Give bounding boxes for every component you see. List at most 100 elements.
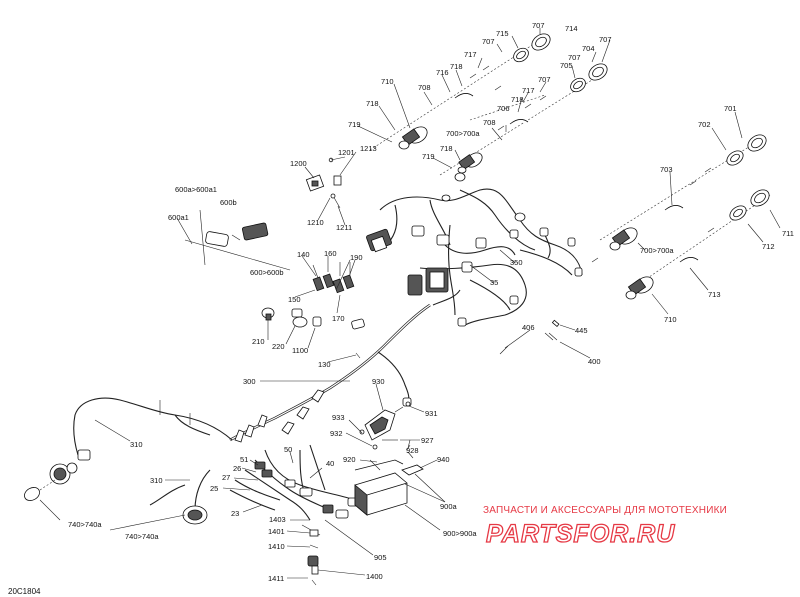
callout-406: 406 (522, 323, 535, 332)
callout-716: 716 (436, 68, 449, 77)
callout-715: 715 (496, 29, 509, 38)
callout-900: 900>900a (443, 529, 477, 538)
callout-717: 717 (464, 50, 477, 59)
callout-1201: 1201 (338, 148, 355, 157)
callout-700: 700>700a (640, 246, 674, 255)
callout-35: 35 (490, 278, 498, 287)
callout-150: 150 (288, 295, 301, 304)
diagram-code: 20C1804 (8, 587, 41, 596)
main-wiring-harness (73, 172, 583, 521)
callout-600: 600>600b (250, 268, 284, 277)
callout-labels: 715 707 714 707 717 718 716 708 710 718 … (68, 21, 794, 583)
callout-190: 190 (350, 253, 363, 262)
callout-932: 932 (330, 429, 343, 438)
callout-931: 931 (425, 409, 438, 418)
socket-718-lower (457, 152, 483, 174)
callout-310: 310 (150, 476, 163, 485)
callout-703: 703 (660, 165, 673, 174)
callout-1410: 1410 (268, 542, 285, 551)
callout-713: 713 (708, 290, 721, 299)
callout-707: 707 (538, 75, 551, 84)
callout-26: 26 (233, 464, 241, 473)
callout-702: 702 (698, 120, 711, 129)
relay-row (312, 262, 355, 294)
callout-27: 27 (222, 473, 230, 482)
callout-708: 708 (483, 118, 496, 127)
socket-710-upper (398, 126, 428, 150)
callout-900a: 900a (440, 502, 458, 511)
callout-707: 707 (482, 37, 495, 46)
callout-740: 740>740a (68, 520, 102, 529)
callout-310: 310 (130, 440, 143, 449)
callout-210: 210 (252, 337, 265, 346)
battery-900 (354, 439, 424, 516)
callout-920: 920 (343, 455, 356, 464)
callout-1210: 1210 (307, 218, 324, 227)
callout-712: 712 (762, 242, 775, 251)
callout-714: 714 (565, 24, 578, 33)
clamp-1400 (301, 524, 321, 586)
headlight-socket-group-top (369, 33, 608, 176)
callout-710: 710 (381, 77, 394, 86)
callout-51: 51 (240, 455, 248, 464)
callout-927: 927 (421, 436, 434, 445)
callout-170: 170 (332, 314, 345, 323)
callout-707: 707 (568, 53, 581, 62)
callout-704: 704 (582, 44, 595, 53)
callout-718: 718 (511, 95, 524, 104)
callout-1200: 1200 (290, 159, 307, 168)
callout-1211: 1211 (336, 223, 352, 232)
socket-710-right (625, 276, 654, 300)
callout-1213: 1213 (360, 144, 377, 153)
callout-160: 160 (324, 249, 337, 258)
callout-719: 719 (422, 152, 435, 161)
callout-707: 707 (532, 21, 545, 30)
callout-711: 711 (782, 229, 794, 238)
callout-25: 25 (210, 484, 218, 493)
callout-717: 717 (522, 86, 535, 95)
callout-600a1: 600a1 (168, 213, 189, 222)
callout-1411: 1411 (268, 574, 284, 583)
watermark: ЗАПЧАСТИ И АКСЕССУАРЫ ДЛЯ МОТОТЕХНИКИ PA… (483, 505, 727, 549)
callout-300: 300 (243, 377, 256, 386)
callout-600b: 600b (220, 198, 237, 207)
watermark-subtitle: ЗАПЧАСТИ И АКСЕССУАРЫ ДЛЯ МОТОТЕХНИКИ (483, 505, 727, 516)
lamp-740-lower (182, 505, 208, 525)
connector-group-left (261, 307, 365, 359)
callout-718: 718 (366, 99, 379, 108)
callout-220: 220 (272, 342, 285, 351)
callout-40: 40 (326, 459, 334, 468)
callout-740: 740>740a (125, 532, 159, 541)
lamp-740-left (24, 462, 78, 501)
callout-701: 701 (724, 104, 737, 113)
relay-bracket (305, 157, 342, 209)
headlight-socket-group-right (591, 134, 771, 300)
callout-710: 710 (664, 315, 677, 324)
callout-1403: 1403 (269, 515, 286, 524)
callout-718: 718 (440, 144, 453, 153)
callout-1400: 1400 (366, 572, 383, 581)
callout-719: 719 (348, 120, 361, 129)
callout-600a: 600a>600a1 (175, 185, 217, 194)
callout-1100: 1100 (292, 346, 308, 355)
callout-706: 706 (497, 104, 510, 113)
callout-350: 350 (510, 258, 523, 267)
callout-928: 928 (406, 446, 419, 455)
callout-707: 707 (599, 35, 612, 44)
bracket-930 (359, 401, 411, 450)
leader-lines (39, 28, 781, 579)
callout-130: 130 (318, 360, 331, 369)
socket-700-right (609, 227, 638, 251)
callout-940: 940 (437, 455, 450, 464)
callout-718: 718 (450, 62, 463, 71)
callout-930: 930 (372, 377, 385, 386)
watermark-logo: PARTSFOR.RU (486, 520, 675, 548)
callout-445: 445 (575, 326, 588, 335)
callout-140: 140 (297, 250, 310, 259)
callout-1401: 1401 (268, 527, 285, 536)
callout-708: 708 (418, 83, 431, 92)
callout-700: 700>700a (446, 129, 480, 138)
callout-50: 50 (284, 445, 292, 454)
callout-933: 933 (332, 413, 345, 422)
